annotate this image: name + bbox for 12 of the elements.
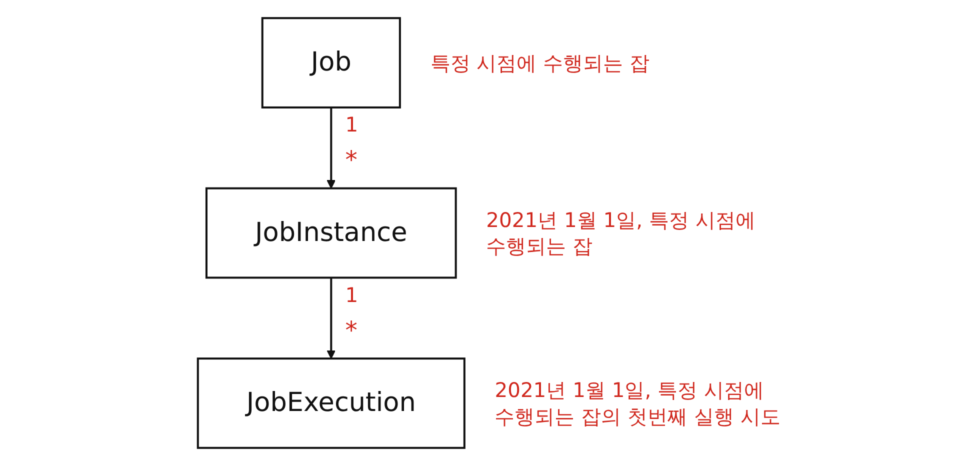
node-box: Job	[261, 17, 401, 108]
node-box: JobExecution	[196, 358, 466, 449]
arrow	[326, 278, 336, 359]
multiplicity-label: 1	[345, 112, 358, 137]
multiplicity-label: *	[345, 315, 358, 344]
note-text: 2021년 1월 1일, 특정 시점에 수행되는 잡	[486, 208, 756, 258]
note-text: 특정 시점에 수행되는 잡	[430, 50, 650, 75]
multiplicity-label: 1	[345, 282, 358, 307]
note-text: 2021년 1월 1일, 특정 시점에 수행되는 잡의 첫번째 실행 시도	[494, 378, 780, 428]
node-box: JobInstance	[205, 187, 457, 279]
multiplicity-label: *	[345, 145, 358, 174]
arrow	[326, 107, 336, 189]
